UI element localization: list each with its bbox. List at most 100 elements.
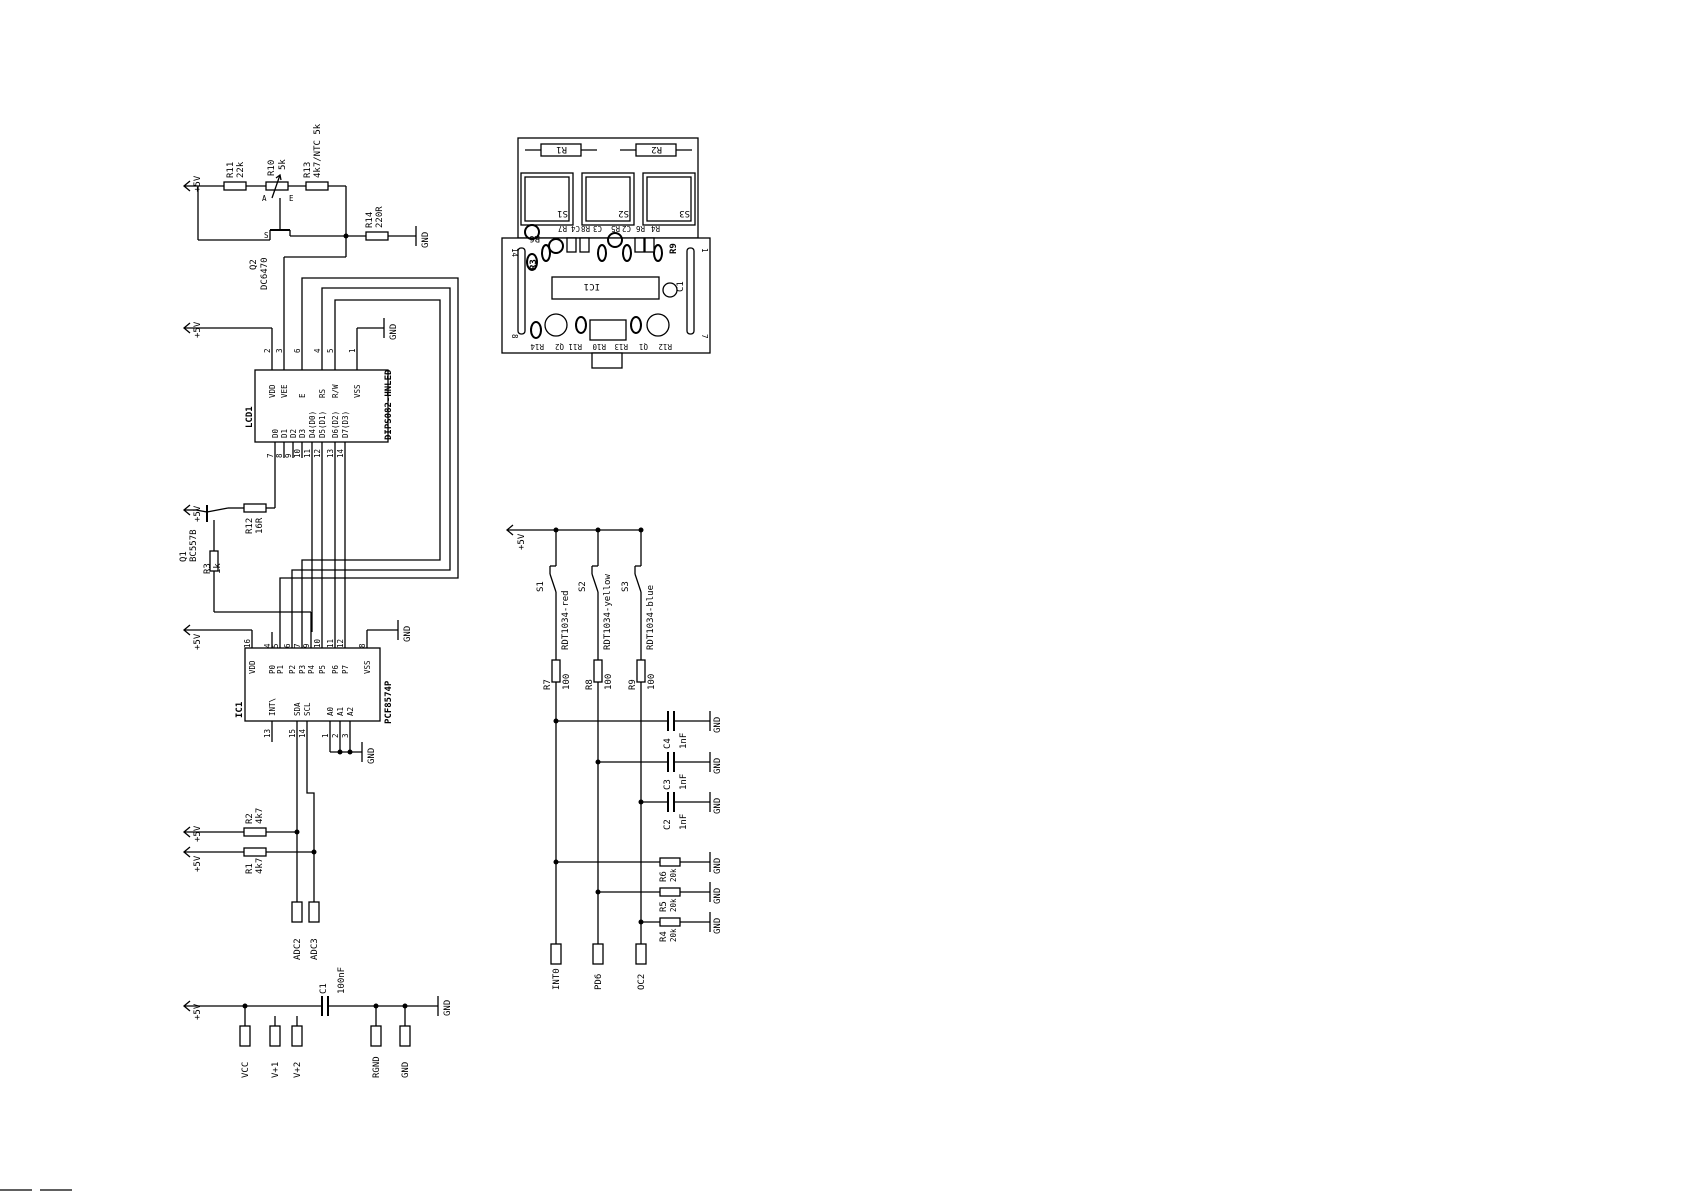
r13-value: 4k7/NTC 5k	[313, 123, 323, 178]
ic1-pin-number: 6	[283, 643, 292, 648]
contrast-5v-arrow	[182, 180, 191, 192]
ic1-pin-number: 15	[288, 729, 297, 738]
pcb-row-label: C2	[622, 224, 631, 233]
pcb-bottom-label: Q2	[555, 342, 564, 351]
pcb-left-header	[517, 247, 526, 335]
ic1-body	[244, 647, 381, 722]
lcd-pin-label: D2	[289, 429, 298, 438]
lcd-pin-label: VSS	[353, 384, 362, 398]
pcb-bottom-label: R13	[614, 342, 628, 351]
adc3-connector[interactable]	[308, 901, 320, 923]
pulldown-value: 20k	[669, 898, 678, 912]
ic1-pin-label: P7	[341, 665, 350, 674]
data-bus	[279, 277, 459, 632]
switch-value: RDT1034-red	[561, 590, 571, 650]
lcd-module: LCD1 DIPS082-HNLED 2VDD3VEE6E4RS5R/W1VSS…	[182, 318, 399, 458]
buttons-5v-arrow	[505, 524, 514, 536]
ic1-pin-label: P3	[298, 665, 307, 674]
lcd-value: DIPS082-HNLED	[384, 369, 394, 440]
pulldown-value: 20k	[669, 928, 678, 942]
pcb-q1-footprint	[646, 313, 670, 337]
adc2-connector[interactable]	[291, 901, 303, 923]
series-resistor-name: R8	[585, 679, 595, 690]
contrast-5v-label: +5V	[193, 175, 203, 192]
pcb-bottom-label: R11	[568, 342, 582, 351]
supply-gnd-label: GND	[443, 1000, 453, 1016]
series-resistor	[636, 659, 646, 683]
r2-5v-label: +5V	[193, 825, 203, 842]
ic1-pin-label: INT\	[268, 698, 277, 716]
supply-5v-arrow	[182, 1000, 191, 1012]
r2-name: R2	[245, 813, 255, 824]
output-connector[interactable]	[550, 943, 562, 965]
supply-connector[interactable]	[239, 1025, 251, 1047]
supply-connector[interactable]	[291, 1025, 303, 1047]
ic1-gnd-label: GND	[403, 626, 413, 642]
output-connector[interactable]	[635, 943, 647, 965]
pulldown-gnd-label: GND	[713, 858, 723, 874]
pcb-tab	[591, 352, 623, 369]
pcb-ic1-footprint	[551, 276, 660, 300]
pulldown-resistor	[659, 857, 681, 867]
lcd-5v-arrow	[182, 322, 191, 334]
switch-contact	[591, 573, 599, 593]
pcb-switch-label: S1	[557, 208, 568, 218]
ic1-pin-number: 16	[243, 638, 252, 648]
pcb-resistor-footprint	[635, 143, 677, 157]
r14-gnd-label: GND	[421, 232, 431, 248]
q2-pin-s: S	[264, 231, 269, 240]
supply-connector[interactable]	[370, 1025, 382, 1047]
r12-name: R12	[245, 518, 255, 534]
q2-name: Q2	[249, 259, 259, 270]
pcb-row-label: R5	[611, 224, 620, 233]
lcd-pin-label: D4(D0)	[308, 411, 317, 438]
cap-name: C2	[663, 819, 673, 830]
supply-connector[interactable]	[399, 1025, 411, 1047]
ic1-pin-number: 9	[302, 643, 311, 648]
lcd-pin-number: 9	[284, 453, 293, 458]
pcb-row-label: R6	[635, 224, 645, 233]
lcd-pin-label: D1	[280, 429, 289, 438]
pcb-row-label: C3	[593, 224, 602, 233]
pcb-r10-footprint	[589, 319, 627, 341]
lcd-name: LCD1	[245, 406, 255, 428]
cap-name: C3	[663, 779, 673, 790]
pcb-row-label: C4	[570, 224, 580, 233]
supply-connector[interactable]	[269, 1025, 281, 1047]
pcb-bottom-label: R10	[592, 342, 606, 351]
lcd-pin-number: 13	[326, 449, 335, 458]
r1-value: 4k7	[255, 858, 265, 874]
pcb-pin-mark-7: 7	[700, 334, 709, 339]
supply-connector-label: VCC	[241, 1062, 251, 1078]
r14-value: 220R	[375, 206, 385, 228]
lcd-pin-number: 14	[336, 448, 345, 458]
lcd-pin-label: VEE	[280, 384, 289, 398]
r3-name: R3	[203, 563, 213, 574]
pcb-left-label-2: R6	[529, 233, 540, 243]
ic1-pin-number: 3	[341, 733, 350, 738]
backlight-driver: +5V R12 16R Q1 BC557B R3 1k	[179, 458, 312, 632]
q1-name: Q1	[179, 551, 189, 562]
cap-gnd-label: GND	[713, 798, 723, 814]
lcd-pin-label: RS	[318, 388, 327, 398]
r12-value: 16R	[255, 517, 265, 534]
ic1-5v-label: +5V	[193, 633, 203, 650]
pcb-ic1-label: IC1	[584, 281, 600, 291]
contrast-circuit: +5V R11 22k R10 5k A E R13 4k7/NTC 5k S …	[182, 123, 431, 355]
output-connector[interactable]	[592, 943, 604, 965]
r14-resistor	[365, 231, 389, 241]
ic1-pin-label: A0	[326, 706, 335, 716]
switch-name: S3	[621, 581, 631, 592]
ic1-pin-label: A2	[346, 707, 355, 716]
series-resistor-name: R7	[543, 679, 553, 690]
pcb-switch-label: S3	[679, 208, 690, 218]
r1-5v-arrow	[182, 846, 191, 858]
series-resistor-value: 100	[562, 674, 572, 690]
supply-connector-label: GND	[401, 1062, 411, 1078]
io-expander: IC1 PCF8574P 16VDD4P05P16P27P39P410P511P…	[182, 620, 413, 902]
